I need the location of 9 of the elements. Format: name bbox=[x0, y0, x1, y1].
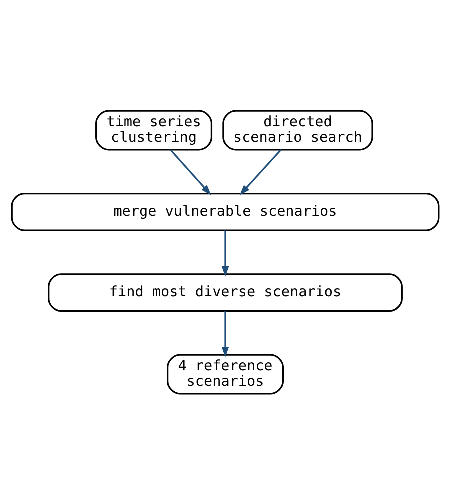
arrow bbox=[222, 230, 230, 276]
node-box: time series clustering bbox=[96, 110, 213, 150]
node-box: find most diverse scenarios bbox=[48, 273, 403, 312]
node-box: 4 reference scenarios bbox=[167, 354, 284, 394]
arrow bbox=[170, 148, 212, 195]
arrow bbox=[240, 148, 282, 195]
arrow bbox=[222, 311, 230, 358]
node-box: merge vulnerable scenarios bbox=[11, 192, 440, 231]
node-box: directed scenario search bbox=[222, 110, 374, 150]
